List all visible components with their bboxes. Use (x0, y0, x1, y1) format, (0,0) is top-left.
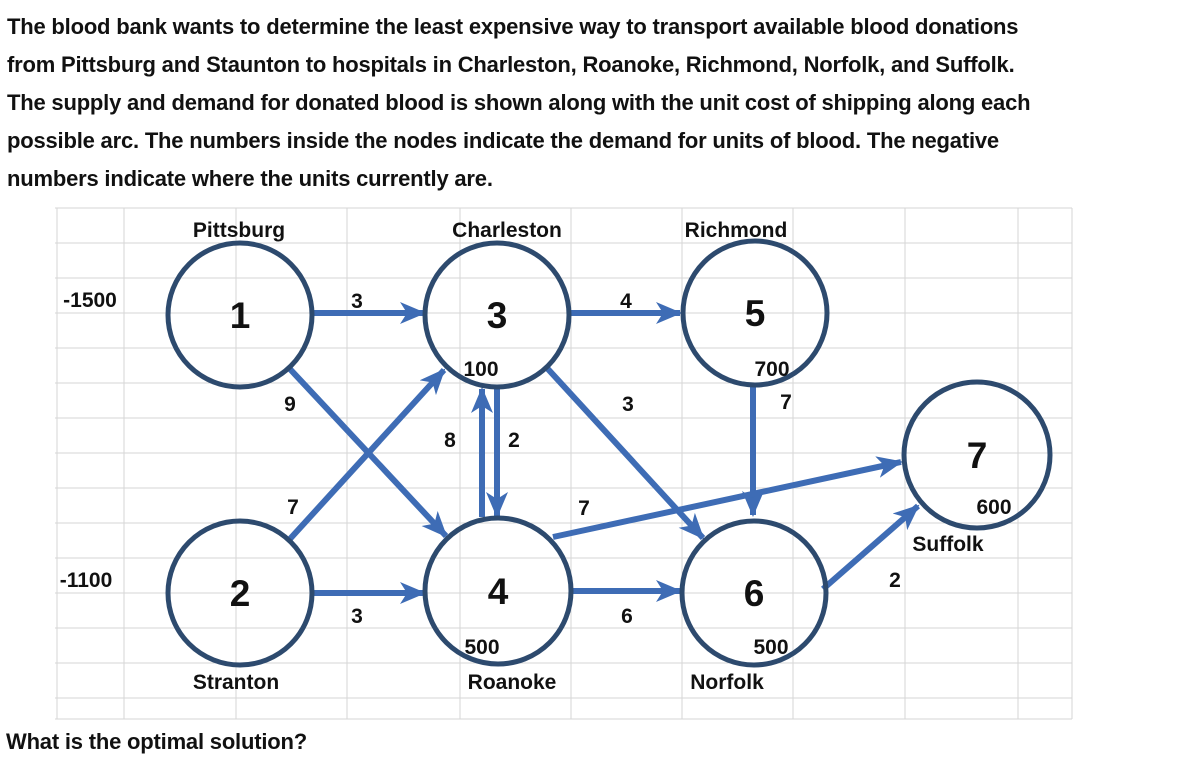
description-line: The blood bank wants to determine the le… (7, 14, 1019, 39)
node-number: 1 (230, 295, 251, 336)
node-circle-5 (680, 238, 830, 388)
node-demand: 500 (464, 636, 499, 659)
arc-cost-label: 3 (622, 393, 634, 416)
node-demand: 600 (976, 496, 1011, 519)
description-line: from Pittsburg and Staunton to hospitals… (7, 52, 1015, 77)
node-number: 4 (488, 571, 509, 612)
node-city-label: Suffolk (912, 533, 983, 556)
node-demand: 700 (754, 358, 789, 381)
node-circle-6 (679, 518, 829, 668)
node-circle-3 (422, 240, 572, 390)
node-city-label: Charleston (452, 219, 562, 242)
arc-cost-label: 3 (351, 290, 363, 313)
arc-6-to-7 (821, 503, 920, 592)
node-number: 3 (487, 295, 508, 336)
node-city-label: Norfolk (690, 671, 764, 694)
description-line: The supply and demand for donated blood … (7, 90, 1031, 115)
node-number: 6 (744, 573, 765, 614)
node-city-label: Pittsburg (193, 219, 285, 242)
arc-cost-label: 6 (621, 605, 633, 628)
node-number: 2 (230, 573, 251, 614)
arc-cost-label: 2 (889, 569, 901, 592)
node-city-label: Roanoke (468, 671, 557, 694)
arc-cost-label: 9 (284, 393, 296, 416)
node-city-label: Richmond (685, 219, 788, 242)
node-circle-4 (422, 515, 574, 667)
problem-description: The blood bank wants to determine the le… (7, 8, 1177, 198)
node-circle-2 (165, 518, 315, 668)
node-circle-7 (901, 379, 1053, 531)
question-text: What is the optimal solution? (6, 729, 307, 754)
arc-layer: 3 4 9 7 8 2 3 7 3 6 7 2 (284, 290, 920, 628)
arc-cost-label: 7 (780, 391, 792, 414)
node-supply: -1100 (60, 569, 113, 592)
node-number: 5 (745, 293, 766, 334)
arc-cost-label: 8 (444, 429, 456, 452)
arc-cost-label: 3 (351, 605, 363, 628)
node-demand: 100 (463, 358, 498, 381)
description-line: possible arc. The numbers inside the nod… (7, 128, 999, 153)
node-demand: 500 (753, 636, 788, 659)
arc-2-to-3 (286, 367, 447, 543)
arc-4-to-7 (552, 456, 903, 540)
arc-cost-label: 7 (578, 497, 590, 520)
description-line: numbers indicate where the units current… (7, 166, 493, 191)
node-city-label: Stranton (193, 671, 279, 694)
arc-cost-label: 7 (287, 496, 299, 519)
node-supply: -1500 (63, 289, 117, 312)
arc-cost-label: 2 (508, 429, 520, 452)
node-number: 7 (967, 435, 988, 476)
node-circle-1 (165, 240, 315, 390)
arc-cost-label: 4 (620, 290, 632, 313)
